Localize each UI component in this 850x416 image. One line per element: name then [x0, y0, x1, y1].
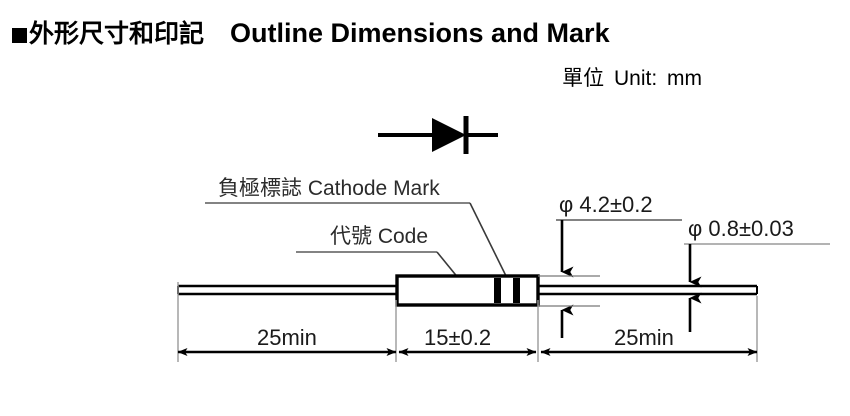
callout-cathode-mark: 負極標誌 Cathode Mark: [205, 177, 509, 281]
code-label: 代號 Code: [330, 225, 428, 248]
dimension-body-length: 15±0.2: [398, 325, 537, 356]
unit-label-chinese: 單位: [562, 67, 605, 90]
square-bullet-icon: [12, 28, 27, 43]
left-lead-dimension-label: 25min: [257, 325, 317, 350]
unit-label-english: Unit:: [613, 67, 658, 90]
body-diameter-label: φ 4.2±0.2: [559, 192, 653, 217]
cathode-mark-label: 負極標誌 Cathode Mark: [218, 177, 440, 200]
title-english: Outline Dimensions and Mark: [230, 18, 610, 48]
page-title: 外形尺寸和印記 Outline Dimensions and Mark: [12, 20, 610, 47]
diameter-lead-callout: φ 0.8±0.03: [684, 216, 830, 332]
diode-symbol: [378, 116, 498, 154]
diameter-body-callout: φ 4.2±0.2: [538, 192, 682, 338]
unit-note: 單位 Unit: mm: [562, 62, 702, 92]
right-lead-wire: [536, 284, 758, 296]
cathode-band-2: [513, 278, 520, 303]
body-length-dimension-label: 15±0.2: [424, 325, 491, 350]
unit-value: mm: [667, 67, 702, 90]
right-lead-dimension-label: 25min: [614, 325, 674, 350]
lead-diameter-label: φ 0.8±0.03: [688, 216, 794, 241]
dimension-right-lead: 25min: [540, 325, 758, 356]
outline-dimension-drawing: 負極標誌 Cathode Mark 代號 Code: [177, 116, 830, 362]
left-lead-wire: [177, 284, 398, 296]
title-chinese: 外形尺寸和印記: [29, 20, 205, 48]
cathode-band-1: [494, 278, 501, 303]
dimension-chain: 25min 15±0.2 25min: [177, 325, 758, 356]
component-outline: [177, 274, 758, 307]
dimension-left-lead: 25min: [177, 325, 397, 356]
